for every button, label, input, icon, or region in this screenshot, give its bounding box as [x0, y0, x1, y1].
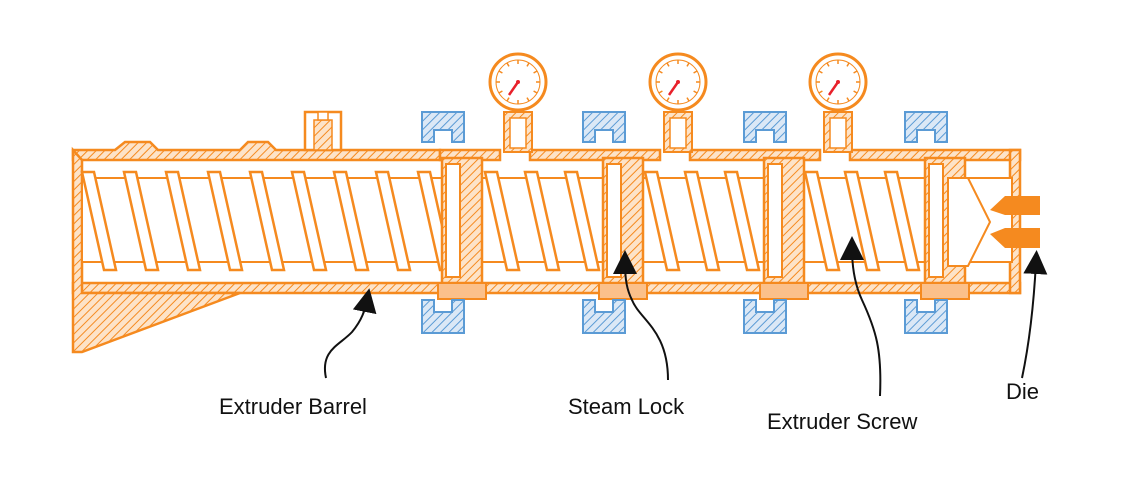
gauges	[488, 52, 868, 153]
gauge-needle	[507, 81, 520, 96]
screw-flight	[164, 170, 202, 272]
barrel-top-wall	[71, 140, 442, 162]
screw-flight	[248, 170, 286, 272]
gauge-pivot	[516, 80, 520, 84]
screw-flight	[80, 170, 118, 272]
gauge-tick	[853, 70, 858, 74]
screw-flight	[374, 170, 412, 272]
gauge-pivot	[836, 80, 840, 84]
screw-flight	[206, 170, 244, 272]
gauge-bore	[509, 117, 527, 149]
gauge-tick	[818, 90, 823, 94]
pressure-gauge-icon	[648, 52, 708, 153]
arrow-pointer-icon	[840, 236, 882, 397]
screw-flight	[483, 170, 521, 272]
heater-clamp-bottom	[582, 299, 626, 334]
gauge-bore	[669, 117, 687, 149]
callout-arrows	[323, 236, 1048, 397]
gauge-tick	[533, 70, 538, 74]
screw-flight	[122, 170, 160, 272]
feed-port	[303, 110, 343, 152]
screw-flight	[683, 170, 721, 272]
label-steam-lock: Steam Lock	[568, 394, 685, 419]
heater-clamp-bottom	[904, 299, 948, 334]
pressure-gauge-icon	[488, 52, 548, 153]
gauge-tick	[498, 90, 503, 94]
gauge-pivot	[676, 80, 680, 84]
gauge-tick	[846, 97, 850, 102]
gauge-tick	[826, 62, 830, 67]
steam-lock-flange	[759, 282, 809, 300]
screw-flight	[290, 170, 328, 272]
barrel-end-flange	[71, 146, 241, 354]
gauge-tick	[666, 62, 670, 67]
heater-clamp-top	[743, 111, 787, 143]
gauge-tick	[818, 70, 823, 74]
gauge-tick	[826, 97, 830, 102]
gauge-tick	[853, 90, 858, 94]
steam-lock-disk	[445, 163, 461, 278]
screw-flight	[883, 170, 921, 272]
die-nose	[947, 177, 992, 267]
gauge-tick	[666, 97, 670, 102]
heater-clamp-top	[582, 111, 626, 143]
steam-lock-disk	[606, 163, 622, 278]
screw-flight	[563, 170, 601, 272]
label-extruder-barrel: Extruder Barrel	[219, 394, 367, 419]
label-extruder-screw: Extruder Screw	[767, 409, 917, 434]
die-upper-lip	[990, 196, 1040, 215]
arrow-pointer-icon	[1021, 250, 1048, 379]
gauge-tick	[686, 97, 690, 102]
gauge-tick	[533, 90, 538, 94]
gauge-tick	[693, 90, 698, 94]
screw-flight	[643, 170, 681, 272]
gauge-tick	[526, 97, 530, 102]
gauge-bore	[829, 117, 847, 149]
screw-flight	[723, 170, 761, 272]
steam-lock-flange	[598, 282, 648, 300]
gauge-tick	[658, 90, 663, 94]
pressure-gauge-icon	[808, 52, 868, 153]
gauge-tick	[693, 70, 698, 74]
heater-clamps	[421, 111, 948, 334]
heater-clamp-top	[904, 111, 948, 143]
screw-flight	[803, 170, 841, 272]
gauge-tick	[846, 62, 850, 67]
barrel-top-wall-right	[438, 148, 1022, 162]
steam-lock-disk	[767, 163, 783, 278]
gauge-needle	[827, 81, 840, 96]
screw-flight	[332, 170, 370, 272]
arrow-pointer-icon	[323, 288, 377, 379]
steam-lock-flange	[920, 282, 970, 300]
die-lower-lip	[990, 228, 1040, 248]
screw-flight	[523, 170, 561, 272]
gauge-tick	[498, 70, 503, 74]
gauge-tick	[526, 62, 530, 67]
gauge-tick	[658, 70, 663, 74]
extruder-screw	[80, 170, 1013, 272]
heater-clamp-bottom	[421, 299, 465, 334]
steam-lock-disk	[928, 163, 944, 278]
steam-lock-flange	[437, 282, 487, 300]
gauge-tick	[506, 62, 510, 67]
gauge-tick	[506, 97, 510, 102]
label-die: Die	[1006, 379, 1039, 404]
heater-clamp-bottom	[743, 299, 787, 334]
heater-clamp-top	[421, 111, 465, 143]
barrel-bottom-wall	[71, 281, 1022, 295]
gauge-tick	[686, 62, 690, 67]
arrow-pointer-icon	[613, 250, 669, 381]
gauge-needle	[667, 81, 680, 96]
die	[947, 177, 1040, 267]
